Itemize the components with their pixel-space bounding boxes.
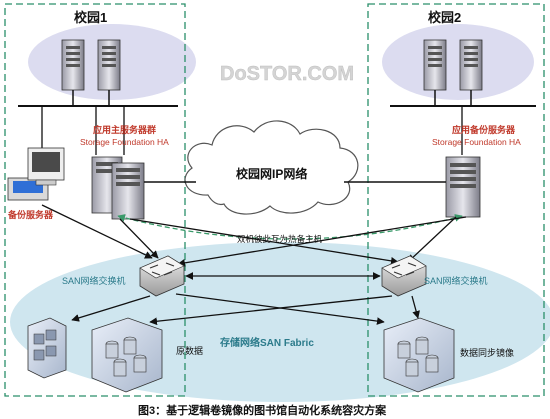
backup-server-tower-icon [445, 156, 481, 218]
lan-bus-left [18, 90, 178, 155]
isl-links [71, 272, 420, 326]
storage-right-label: 数据同步镜像 [460, 347, 514, 358]
rack-server-icon [423, 39, 447, 91]
storage-array-left-icon [91, 317, 163, 393]
campus-right-box [367, 3, 545, 397]
rack-server-icon [97, 39, 121, 91]
campus-right-title: 校园2 [428, 10, 461, 25]
ip-network-cloud-icon [184, 120, 359, 215]
san-switch-left-icon [139, 255, 185, 297]
watermark-text: DoSTOR.COM [220, 63, 354, 85]
san-switch-right-label: SAN网络交换机 [424, 275, 488, 286]
san-fabric-label: 存储网络SAN Fabric [220, 336, 314, 349]
san-zone-ellipse [10, 242, 550, 402]
server-zone-right-ellipse [382, 24, 534, 100]
storage-left-label: 原数据 [176, 345, 203, 356]
backup-app-server-subtitle: Storage Foundation HA [432, 137, 521, 147]
campus-left-box [4, 3, 186, 397]
storage-array-right-icon [383, 317, 455, 393]
rack-server-icon [459, 39, 483, 91]
fc-links [41, 204, 467, 267]
lan-bus-right [390, 90, 536, 155]
san-switch-right-icon [381, 255, 427, 297]
primary-server-subtitle: Storage Foundation HA [80, 137, 169, 147]
primary-server-title: 应用主服务器群 [93, 124, 156, 135]
san-switch-left-label: SAN网络交换机 [62, 275, 126, 286]
hot-standby-label: 双机彼此互为热备主机 [237, 234, 323, 244]
primary-server-tower-icon [91, 156, 145, 220]
backup-app-server-title: 应用备份服务器 [452, 124, 516, 135]
backup-server-label: 备份服务器 [7, 209, 54, 220]
rack-server-icon [61, 39, 85, 91]
campus-left-title: 校园1 [74, 10, 107, 25]
backup-server-computer-icon [7, 147, 65, 201]
small-storage-array-icon [27, 317, 67, 379]
ip-network-label: 校园网IP网络 [236, 166, 307, 181]
figure-caption: 图3：基于逻辑卷镜像的图书馆自动化系统容灾方案 [138, 403, 387, 417]
